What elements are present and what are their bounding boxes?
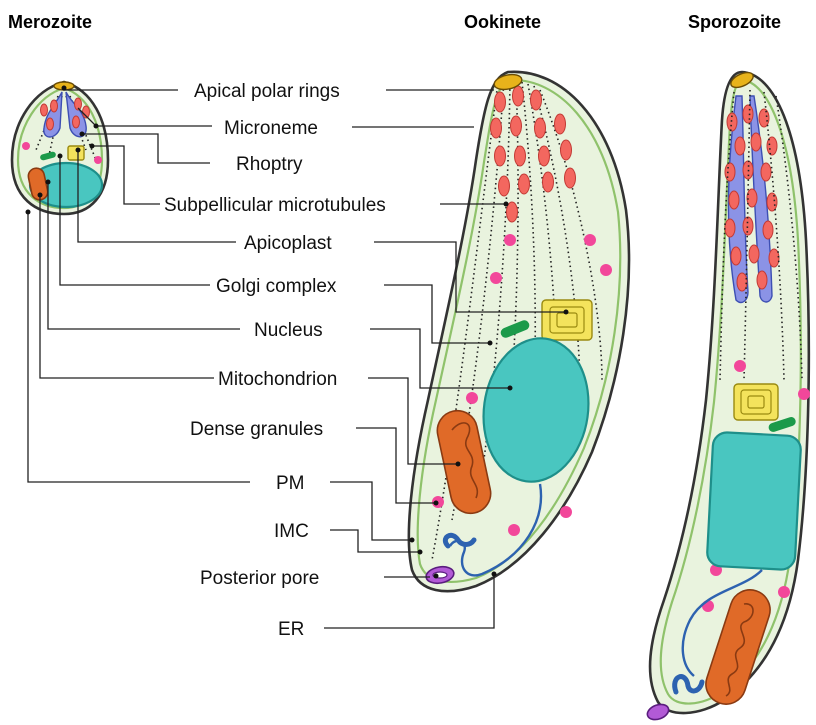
title-sporozoite: Sporozoite [688,12,781,32]
label-subpellicular-microtubules: Subpellicular microtubules [164,195,386,216]
sporozoite-cell [645,69,810,722]
label-posterior-pore: Posterior pore [200,568,319,589]
label-er: ER [278,619,304,640]
label-imc: IMC [274,521,309,542]
sporozoite-golgi [734,384,778,420]
title-merozoite: Merozoite [8,12,92,32]
ookinete-cell [409,72,629,591]
label-apicoplast: Apicoplast [244,233,332,254]
ookinete-golgi [542,300,592,340]
label-microneme: Microneme [224,118,318,139]
label-mitochondrion: Mitochondrion [218,369,337,390]
sporozoite-nucleus [707,432,802,570]
title-ookinete: Ookinete [464,12,541,32]
label-rhoptry: Rhoptry [236,154,303,175]
label-apical-polar-rings: Apical polar rings [194,81,340,102]
label-golgi-complex: Golgi complex [216,276,337,297]
label-dense-granules: Dense granules [190,419,323,440]
label-pm: PM [276,473,305,494]
label-nucleus: Nucleus [254,320,323,341]
merozoite-golgi [68,146,84,160]
